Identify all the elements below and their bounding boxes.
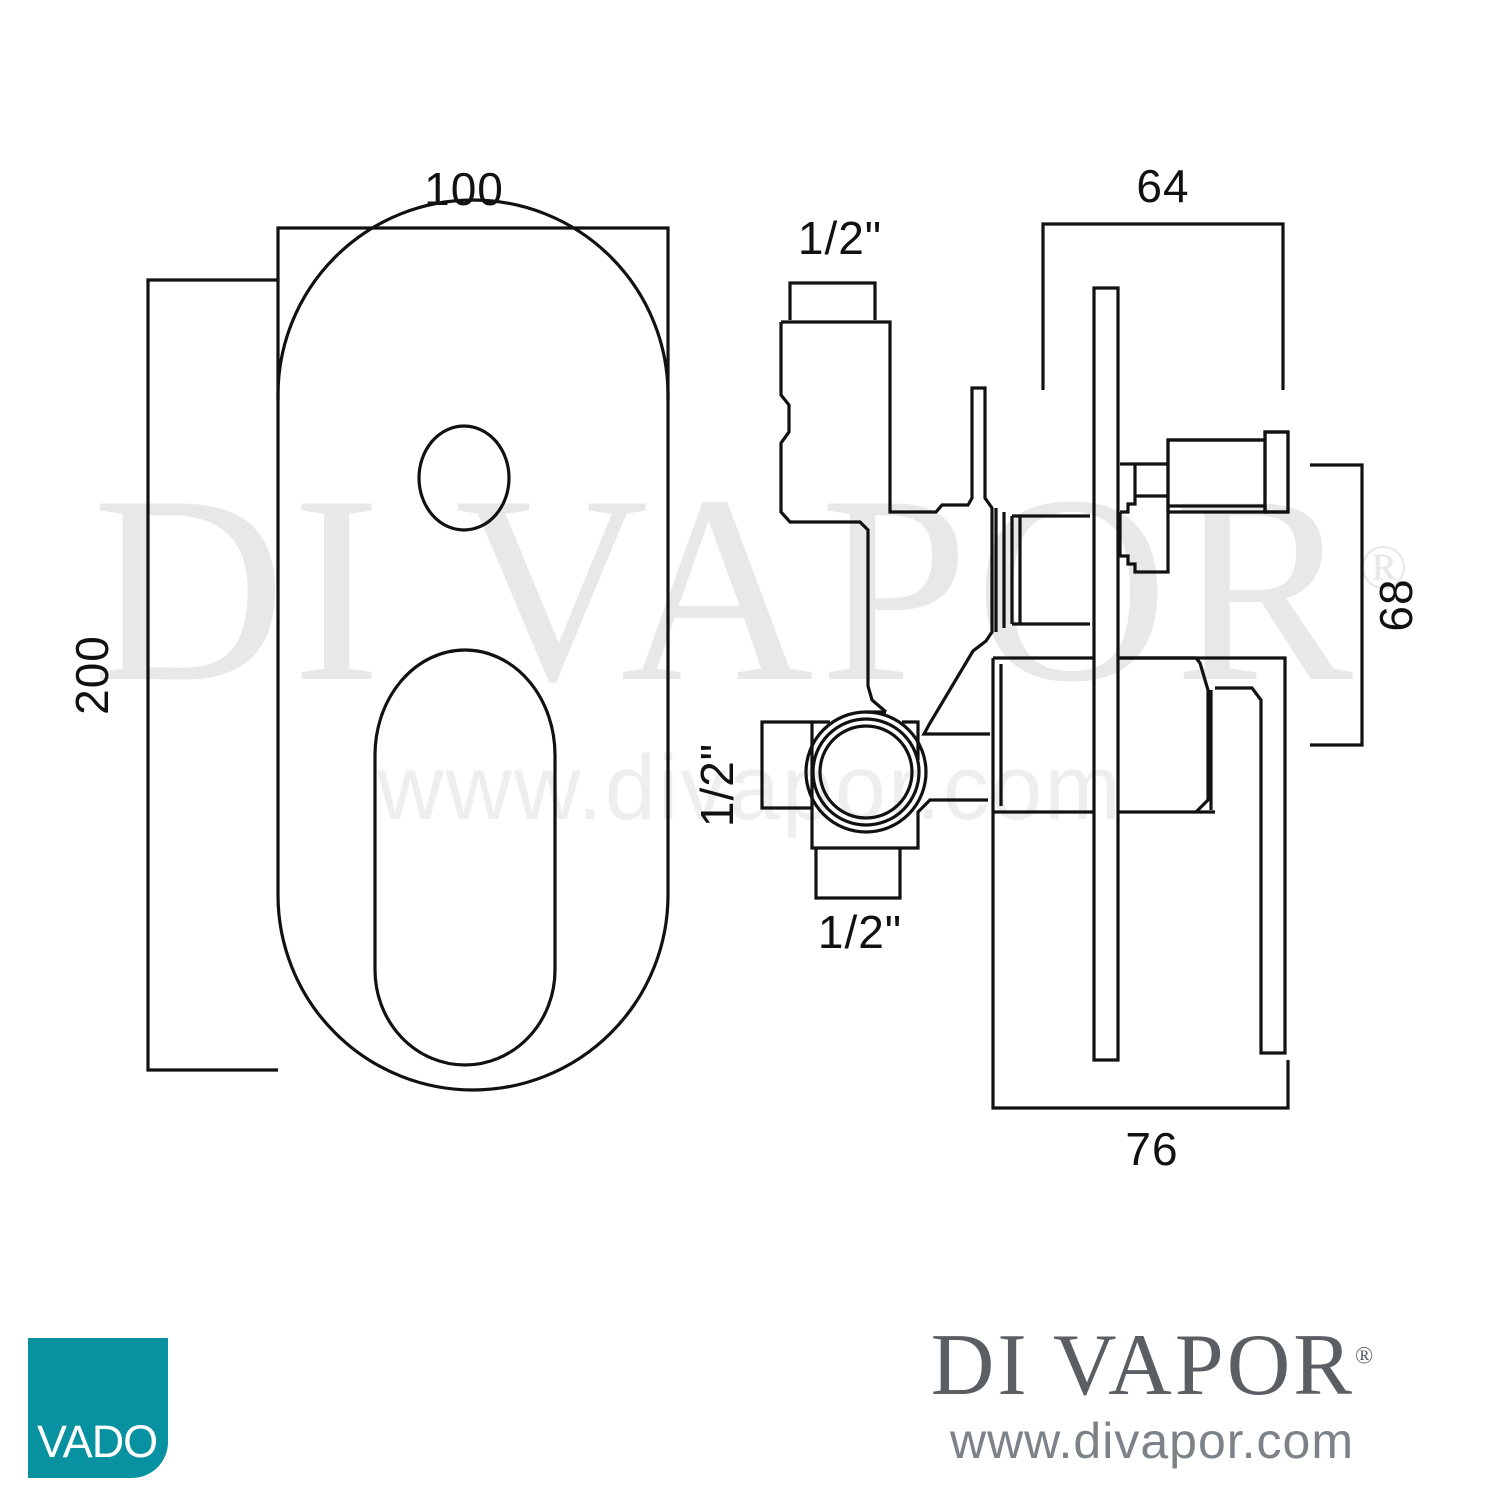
dimension-label-inlet-half-inch: 1/2" <box>798 212 882 264</box>
side-view <box>760 222 1364 1110</box>
dimension-bracket-100 <box>276 226 670 400</box>
front-diverter-button <box>417 424 511 532</box>
dimension-label-76: 76 <box>1125 1123 1178 1175</box>
footer: VADO DI VAPOR® www.divapor.com <box>0 1300 1500 1500</box>
dimension-bracket-76 <box>991 1060 1290 1110</box>
diverter-knob-body <box>1120 430 1290 514</box>
front-view <box>146 198 670 1092</box>
side-lever-handle <box>1118 656 1287 1055</box>
dimension-labels: 100 200 64 68 76 1/2" 1/2" 1/2" <box>66 160 1422 1175</box>
escutcheon-rings <box>994 508 1090 632</box>
vado-logo-label: VADO <box>37 1416 158 1467</box>
side-lever-shroud <box>991 656 1196 1060</box>
divapor-brand-name: DI VAPOR® <box>832 1322 1472 1410</box>
diverter-knob <box>1118 430 1290 574</box>
dimension-bracket-200 <box>146 278 278 1072</box>
divapor-brand-label: DI VAPOR <box>930 1317 1355 1414</box>
dimension-bracket-inlet-half-inch <box>788 281 877 320</box>
divapor-brand-block: DI VAPOR® www.divapor.com <box>832 1322 1472 1469</box>
valve-body-outline <box>779 320 994 736</box>
dimension-label-200: 200 <box>66 635 118 715</box>
front-plate-outline <box>276 198 670 1092</box>
dimension-bracket-68 <box>1310 463 1364 747</box>
dimension-label-68: 68 <box>1370 578 1422 631</box>
dimension-label-64: 64 <box>1136 160 1189 212</box>
wall-plate <box>1092 286 1120 1062</box>
dimension-label-outlet-bottom-half-inch: 1/2" <box>818 906 902 958</box>
vado-logo: VADO <box>28 1338 168 1478</box>
outlet-port-housing <box>810 710 988 850</box>
dimension-label-outlet-left-half-inch: 1/2" <box>691 743 743 827</box>
dimension-bracket-outlet-left-half-inch <box>760 720 813 810</box>
divapor-brand-url: www.divapor.com <box>949 1413 1355 1469</box>
front-lever-handle <box>373 648 557 1067</box>
dimension-bracket-outlet-bottom-half-inch <box>814 848 902 900</box>
dimension-label-100: 100 <box>424 163 504 215</box>
dimension-bracket-64 <box>1041 222 1285 390</box>
divapor-registered-icon: ® <box>1354 1343 1374 1370</box>
outlet-port <box>804 710 928 834</box>
